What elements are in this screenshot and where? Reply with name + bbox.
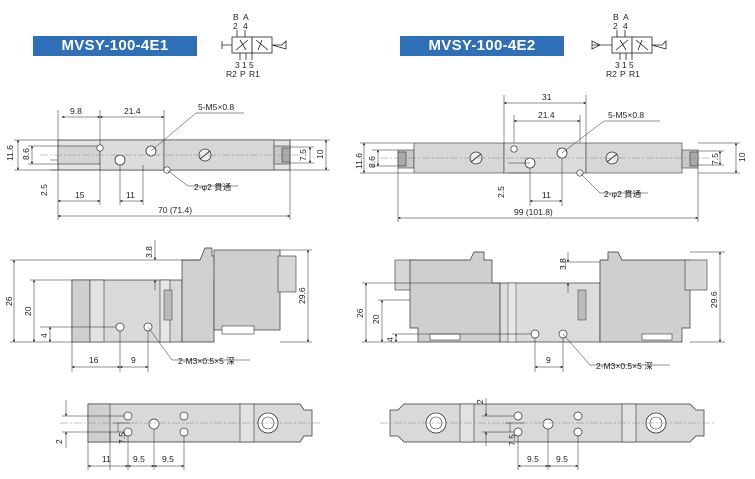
left-top-dim-8-6: 8.6 — [21, 148, 31, 160]
right-top-dim-10: 10 — [737, 152, 747, 162]
right-bottom-dim-2: 2 — [475, 399, 485, 404]
left-side-dim-3-8: 3.8 — [144, 246, 154, 258]
right-top-dim-7-5: 7.5 — [710, 153, 720, 165]
left-model-label: MVSY-100-4E1 — [61, 37, 169, 54]
left-bottom-dim-7-5: 7.5 — [117, 432, 127, 444]
right-bottom-dim-9-5b: 9.5 — [556, 454, 568, 464]
left-sym-num-4: 4 — [243, 21, 248, 31]
left-top-dim-9-8: 9.8 — [70, 106, 82, 116]
left-sym-num-3: 3 — [235, 60, 240, 70]
right-top-dim-31: 31 — [542, 92, 552, 102]
left-top-dim-2-5: 2.5 — [39, 184, 49, 196]
left-side-dim-4: 4 — [39, 333, 49, 338]
left-side-dim-thread: 2-M3×0.5×5 深 — [178, 356, 235, 366]
right-top-view: 31 21.4 5-M5×0.8 11.6 8.6 7.5 10 2.5 11 … — [354, 92, 747, 222]
right-top-dim-2-5: 2.5 — [496, 186, 506, 198]
left-bottom-dim-11: 11 — [102, 454, 111, 464]
right-bottom-dim-7-5: 7.5 — [507, 434, 517, 446]
right-bottom-dim-9-5a: 9.5 — [527, 454, 539, 464]
right-side-dim-3-8: 3.8 — [558, 258, 568, 270]
right-sym-r1: R1 — [629, 69, 640, 79]
left-side-dim-29-6: 29.6 — [297, 287, 307, 304]
left-sym-port-b: B — [233, 12, 239, 22]
right-top-dim-21-4: 21.4 — [538, 110, 555, 120]
left-top-dim-11-6: 11.6 — [5, 145, 15, 161]
left-top-dim-10: 10 — [315, 149, 325, 159]
right-side-dim-26: 26 — [355, 308, 365, 318]
right-side-view: 3.8 26 20 4 29.6 9 2-M3×0.5×5 深 — [355, 251, 725, 372]
left-top-dim-hole: 2-φ2 貫通 — [194, 182, 232, 192]
left-side-dim-26: 26 — [4, 296, 14, 306]
left-side-dim-20: 20 — [23, 306, 33, 316]
right-side-dim-20: 20 — [371, 314, 381, 324]
left-bottom-dim-9-5a: 9.5 — [133, 454, 145, 464]
right-side-dim-thread: 2-M3×0.5×5 深 — [596, 361, 653, 371]
right-side-dim-9: 9 — [546, 355, 551, 365]
left-side-dim-16: 16 — [89, 355, 99, 365]
right-top-dim-hole: 2-φ2 貫通 — [604, 189, 642, 199]
right-sym-p: P — [620, 69, 626, 79]
left-top-dim-21-4: 21.4 — [124, 106, 141, 116]
right-top-dim-11: 11 — [542, 190, 551, 200]
right-sym-r2: R2 — [606, 69, 617, 79]
left-side-view: 3.8 26 20 4 29.6 16 9 2-M3×0.5×5 深 — [4, 240, 312, 372]
left-top-dim-7-5: 7.5 — [298, 149, 308, 161]
right-model-label: MVSY-100-4E2 — [428, 37, 536, 54]
right-side-dim-4: 4 — [385, 337, 395, 342]
left-top-dim-15: 15 — [75, 190, 85, 200]
left-side-dim-9: 9 — [131, 355, 136, 365]
left-sym-r2: R2 — [226, 69, 237, 79]
left-sym-num-2: 2 — [233, 21, 238, 31]
right-sym-port-b: B — [613, 12, 619, 22]
right-sym-port-a: A — [623, 12, 629, 22]
left-valve-symbol — [221, 30, 287, 60]
left-top-view: 9.8 21.4 5-M5×0.8 11.6 8.6 7.5 10 2.5 15… — [5, 102, 330, 220]
right-top-dim-11-6: 11.6 — [354, 153, 364, 169]
right-side-dim-29-6: 29.6 — [709, 291, 719, 308]
left-sym-port-a: A — [243, 12, 249, 22]
left-title-stripe — [223, 36, 226, 56]
right-sym-num-2: 2 — [613, 21, 618, 31]
right-valve-symbol — [591, 30, 667, 60]
right-bottom-view: 2 7.5 9.5 9.5 — [380, 398, 715, 470]
right-top-dim-m5: 5-M5×0.8 — [608, 110, 644, 120]
left-bottom-dim-9-5b: 9.5 — [162, 454, 174, 464]
left-sym-num-1: 1 — [242, 60, 247, 70]
left-top-dim-11: 11 — [126, 190, 135, 200]
left-top-dim-70: 70 (71.4) — [158, 205, 192, 215]
left-bottom-dim-2: 2 — [54, 439, 64, 444]
left-bottom-view: 2 7.5 11 9.5 9.5 — [54, 400, 320, 470]
right-top-dim-99: 99 (101.8) — [514, 207, 553, 217]
left-top-dim-m5: 5-M5×0.8 — [198, 102, 234, 112]
right-sym-num-5: 5 — [629, 60, 634, 70]
left-sym-num-5: 5 — [249, 60, 254, 70]
right-sym-num-4: 4 — [623, 21, 628, 31]
left-sym-r1: R1 — [249, 69, 260, 79]
right-sym-num-1: 1 — [622, 60, 627, 70]
left-model-title: MVSY-100-4E1 — [33, 36, 226, 56]
right-sym-num-3: 3 — [615, 60, 620, 70]
right-model-title: MVSY-100-4E2 — [400, 36, 564, 56]
left-sym-p: P — [240, 69, 246, 79]
right-top-dim-8-6: 8.6 — [367, 156, 377, 168]
